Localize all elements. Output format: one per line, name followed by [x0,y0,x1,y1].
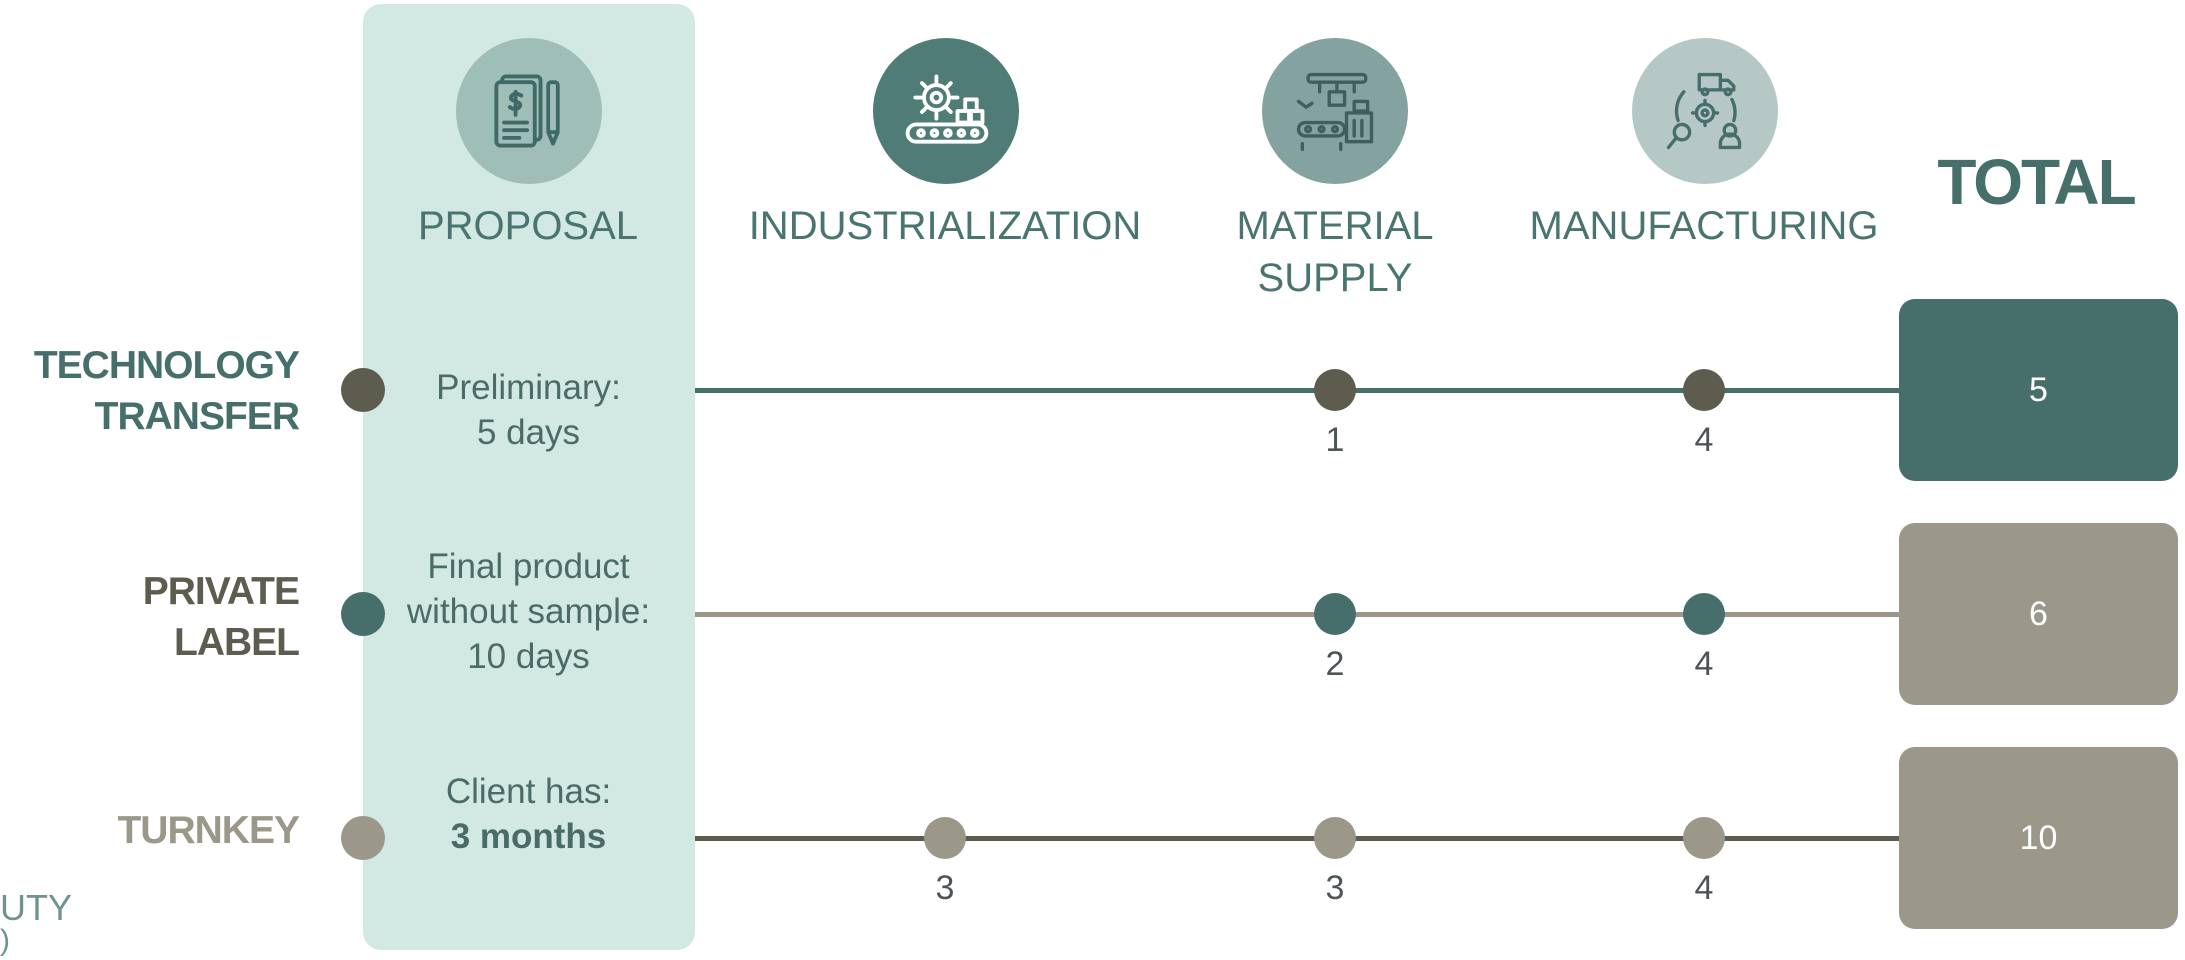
proposal-note-line: without sample: [406,592,651,631]
node-value-manufacturing: 4 [1694,869,1714,907]
proposal-note-line: 5 days [476,413,581,452]
row-label-turnkey: TURNKEY [117,809,300,852]
corner-text-fragment: UTY [0,889,72,927]
row-marker-technology-transfer [341,368,385,412]
total-box-turnkey: 10 [1899,747,2178,929]
gear-conveyor-icon [873,38,1019,184]
row-label-private-label: PRIVATE LABEL [142,570,300,664]
node-value-material-supply: 1 [1325,421,1345,459]
timeline-track-private-label [695,612,1900,617]
total-box-technology-transfer: 5 [1899,299,2178,481]
logistics-cycle-icon [1632,38,1778,184]
node-value-material-supply: 2 [1325,645,1345,683]
node-value-material-supply: 3 [1325,869,1345,907]
phase-label-material-supply: MATERIAL SUPPLY [1236,204,1434,300]
proposal-note-line: Client has: [445,772,612,811]
timeline-node-industrialization [924,817,966,859]
proposal-note-line: Final product [427,547,630,586]
timeline-track-technology-transfer [695,388,1900,393]
proposal-note-technology-transfer: Preliminary: 5 days [349,365,708,455]
timeline-node-manufacturing [1683,593,1725,635]
total-box-private-label: 6 [1899,523,2178,705]
proposal-note-bold: 3 months [450,817,607,856]
timeline-node-manufacturing [1683,817,1725,859]
row-label-technology-transfer: TECHNOLOGY TRANSFER [33,344,300,438]
corner-text-line: UTY [0,887,72,928]
row-marker-private-label [341,592,385,636]
timeline-node-material-supply [1314,369,1356,411]
node-value-manufacturing: 4 [1694,421,1714,459]
phase-label-industrialization: INDUSTRIALIZATION [748,204,1142,248]
proposal-note-private-label: Final product without sample: 10 days [349,544,708,679]
node-value-industrialization: 3 [935,869,955,907]
phase-label-proposal: PROPOSAL [417,204,639,248]
timeline-track-turnkey [695,836,1900,841]
proposal-note-turnkey: Client has: 3 months [349,769,708,859]
node-value-manufacturing: 4 [1694,645,1714,683]
timeline-node-material-supply [1314,593,1356,635]
factory-line-icon [1262,38,1408,184]
proposal-note-line: 10 days [467,637,590,676]
total-header: TOTAL [1937,146,2136,218]
invoice-pen-icon [456,38,602,184]
timeline-node-manufacturing [1683,369,1725,411]
timeline-node-material-supply [1314,817,1356,859]
proposal-note-line: Preliminary: [436,368,621,407]
corner-text-fragment: ) [0,922,10,960]
phase-label-manufacturing: MANUFACTURING [1529,204,1879,248]
corner-text-line: ) [0,924,10,957]
row-marker-turnkey [341,816,385,860]
